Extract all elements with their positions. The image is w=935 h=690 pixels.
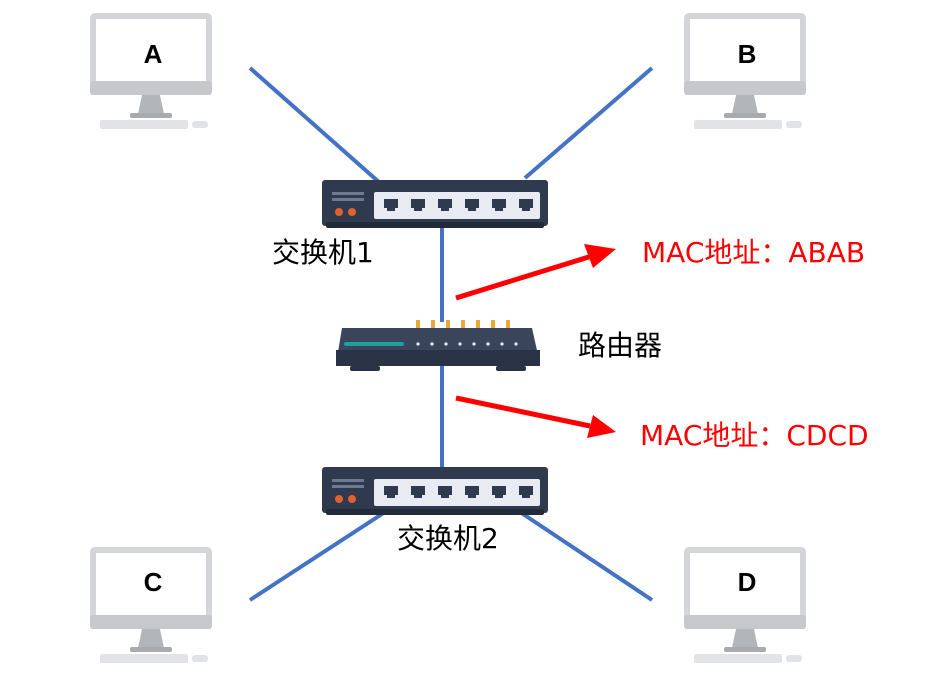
- mac-address-bottom: MAC地址：CDCD: [640, 419, 869, 452]
- computer-d-label: D: [738, 567, 757, 597]
- link-b-switch1: [523, 66, 654, 180]
- switch-2-label: 交换机2: [397, 522, 499, 555]
- computer-d: D: [684, 547, 806, 663]
- switch-2: [322, 467, 548, 515]
- link-c-switch2: [248, 510, 387, 602]
- computer-c: C: [90, 547, 212, 663]
- computer-b-label: B: [738, 39, 757, 69]
- switch-1: [322, 180, 548, 228]
- mac-arrow-bottom: [455, 395, 616, 438]
- mac-address-top: MAC地址：ABAB: [642, 236, 865, 269]
- switch-1-label: 交换机1: [272, 236, 374, 269]
- link-d-switch2: [518, 510, 654, 602]
- connection-links: [248, 66, 654, 602]
- mac-arrow-top: [455, 244, 616, 301]
- link-a-switch1: [248, 66, 382, 185]
- computer-b: B: [684, 13, 806, 129]
- router-label: 路由器: [578, 329, 662, 362]
- computer-a: A: [90, 13, 212, 129]
- router: [336, 320, 540, 371]
- computer-a-label: A: [144, 39, 163, 69]
- computer-c-label: C: [144, 567, 163, 597]
